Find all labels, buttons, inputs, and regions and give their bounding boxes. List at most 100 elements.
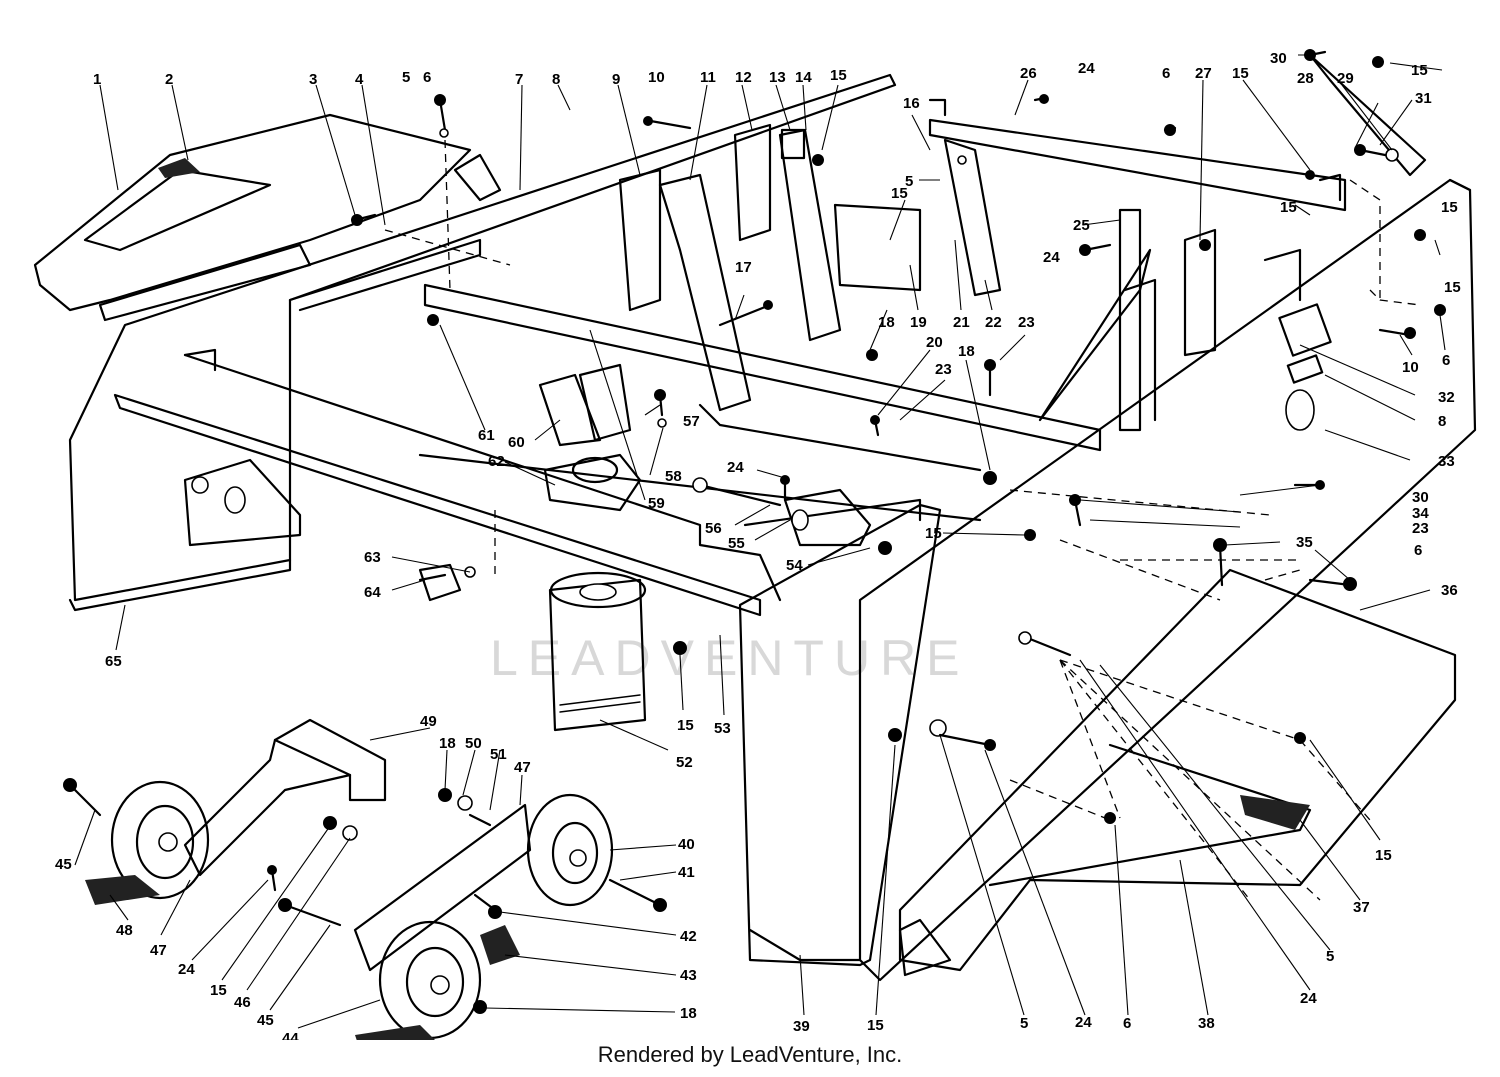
callout-15: 15	[891, 185, 908, 202]
callout-15: 15	[1411, 62, 1428, 79]
callout-26: 26	[1020, 65, 1037, 82]
idler-assembly	[85, 718, 614, 1040]
callout-6: 6	[1442, 352, 1450, 369]
callout-28: 28	[1297, 70, 1314, 87]
callout-43: 43	[680, 967, 697, 984]
exploded-parts-diagram: LEADVENTURE	[33, 49, 1477, 1040]
callout-5: 5	[1020, 1015, 1028, 1032]
callout-36: 36	[1441, 582, 1458, 599]
callout-6: 6	[1123, 1015, 1131, 1032]
callout-6: 6	[423, 69, 431, 86]
callout-45: 45	[257, 1012, 274, 1029]
callout-48: 48	[116, 922, 133, 939]
callout-2: 2	[165, 71, 173, 88]
callout-7: 7	[515, 71, 523, 88]
callout-13: 13	[769, 69, 786, 86]
callout-56: 56	[705, 520, 722, 537]
callout-41: 41	[678, 864, 695, 881]
callout-29: 29	[1337, 70, 1354, 87]
callout-53: 53	[714, 720, 731, 737]
callout-57: 57	[683, 413, 700, 430]
callout-24: 24	[1300, 990, 1317, 1007]
callout-37: 37	[1353, 899, 1370, 916]
callout-60: 60	[508, 434, 525, 451]
lower-deflector	[898, 568, 1457, 977]
callout-65: 65	[105, 653, 122, 670]
callout-4: 4	[355, 71, 364, 88]
main-frame	[68, 73, 1477, 982]
footer-credit: Rendered by LeadVenture, Inc.	[597, 1042, 903, 1067]
callout-32: 32	[1438, 389, 1455, 406]
callout-12: 12	[735, 69, 752, 86]
callout-18: 18	[958, 343, 975, 360]
callout-44: 44	[282, 1030, 299, 1040]
callout-33: 33	[1438, 453, 1455, 470]
callout-18: 18	[680, 1005, 697, 1022]
callouts: 1 2 3 4 5 6 7 8 9 10 11 12 13 14 15 26 2…	[55, 50, 1461, 1040]
callout-61: 61	[478, 427, 495, 444]
callout-1: 1	[93, 71, 101, 88]
callout-23: 23	[1018, 314, 1035, 331]
callout-15: 15	[925, 525, 942, 542]
callout-15: 15	[1232, 65, 1249, 82]
callout-15: 15	[1444, 279, 1461, 296]
callout-27: 27	[1195, 65, 1212, 82]
callout-15: 15	[1441, 199, 1458, 216]
callout-63: 63	[364, 549, 381, 566]
callout-64: 64	[364, 584, 381, 601]
callout-54: 54	[786, 557, 803, 574]
callout-24: 24	[727, 459, 744, 476]
callout-47: 47	[150, 942, 167, 959]
callout-9: 9	[612, 71, 620, 88]
callout-34: 34	[1412, 505, 1429, 522]
callout-50: 50	[465, 735, 482, 752]
callout-6: 6	[1162, 65, 1170, 82]
callout-59: 59	[648, 495, 665, 512]
callout-15: 15	[830, 67, 847, 84]
callout-30: 30	[1412, 489, 1429, 506]
callout-22: 22	[985, 314, 1002, 331]
callout-15: 15	[210, 982, 227, 999]
callout-23: 23	[1412, 520, 1429, 537]
callout-25: 25	[1073, 217, 1090, 234]
callout-15: 15	[677, 717, 694, 734]
watermark: LEADVENTURE	[490, 630, 970, 686]
hardware	[63, 49, 1446, 1014]
callout-23: 23	[935, 361, 952, 378]
callout-51: 51	[490, 746, 507, 763]
callout-47: 47	[514, 759, 531, 776]
callout-8: 8	[1438, 413, 1446, 430]
callout-52: 52	[676, 754, 693, 771]
callout-3: 3	[309, 71, 317, 88]
callout-35: 35	[1296, 534, 1313, 551]
callout-14: 14	[795, 69, 812, 86]
callout-55: 55	[728, 535, 745, 552]
callout-38: 38	[1198, 1015, 1215, 1032]
callout-18: 18	[878, 314, 895, 331]
leader-lines	[74, 54, 1446, 1029]
callout-5: 5	[1326, 948, 1334, 965]
callout-42: 42	[680, 928, 697, 945]
callout-31: 31	[1415, 90, 1432, 107]
callout-40: 40	[678, 836, 695, 853]
callout-24: 24	[1078, 60, 1095, 77]
callout-24: 24	[1075, 1014, 1092, 1031]
callout-58: 58	[665, 468, 682, 485]
callout-10: 10	[648, 69, 665, 86]
callout-15: 15	[867, 1017, 884, 1034]
callout-24: 24	[1043, 249, 1060, 266]
callout-18: 18	[439, 735, 456, 752]
callout-15: 15	[1280, 199, 1297, 216]
callout-46: 46	[234, 994, 251, 1011]
callout-62: 62	[488, 453, 505, 470]
callout-19: 19	[910, 314, 927, 331]
upper-brackets	[618, 53, 1427, 412]
callout-6: 6	[1414, 542, 1422, 559]
callout-39: 39	[793, 1018, 810, 1035]
callout-8: 8	[552, 71, 560, 88]
callout-49: 49	[420, 713, 437, 730]
callout-5: 5	[402, 69, 410, 86]
callout-30: 30	[1270, 50, 1287, 67]
callout-45: 45	[55, 856, 72, 873]
callout-10: 10	[1402, 359, 1419, 376]
